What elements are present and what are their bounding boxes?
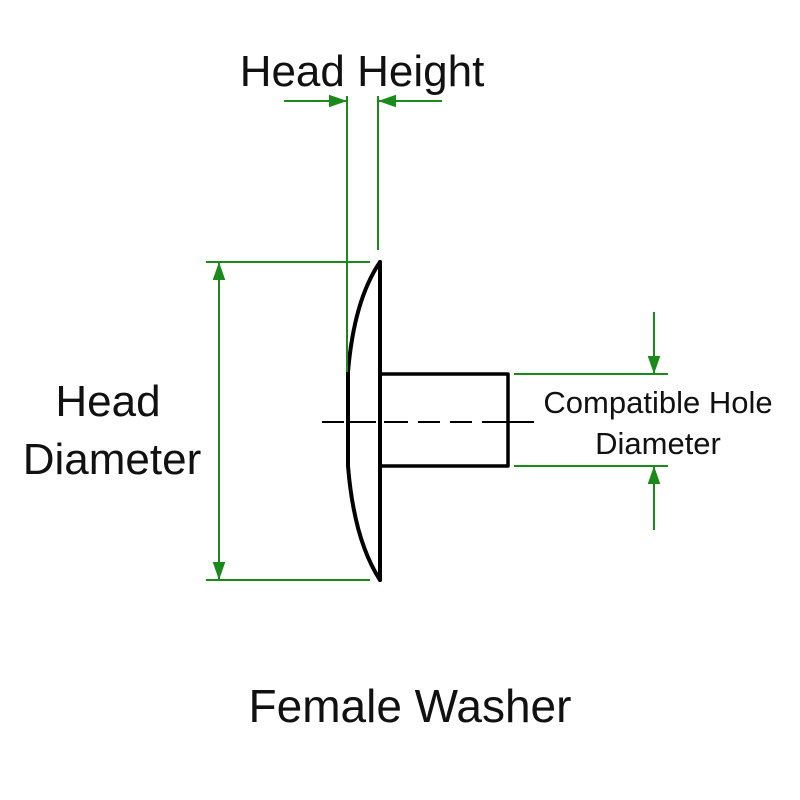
head-diameter-dimension bbox=[206, 261, 370, 581]
washer-shank bbox=[378, 372, 510, 468]
head-diameter-label-line2: Diameter bbox=[23, 435, 202, 484]
washer-head-curve bbox=[346, 260, 382, 582]
hole-diameter-label-line2: Diameter bbox=[595, 426, 721, 461]
washer-part bbox=[346, 260, 510, 582]
head-height-dimension bbox=[284, 94, 442, 372]
hole-diameter-label-line1: Compatible Hole bbox=[543, 385, 772, 420]
hole-diameter-dimension bbox=[514, 312, 668, 530]
head-height-label: Head Height bbox=[240, 47, 485, 96]
diagram-caption: Female Washer bbox=[249, 680, 572, 732]
head-diameter-label-line1: Head bbox=[55, 377, 160, 426]
